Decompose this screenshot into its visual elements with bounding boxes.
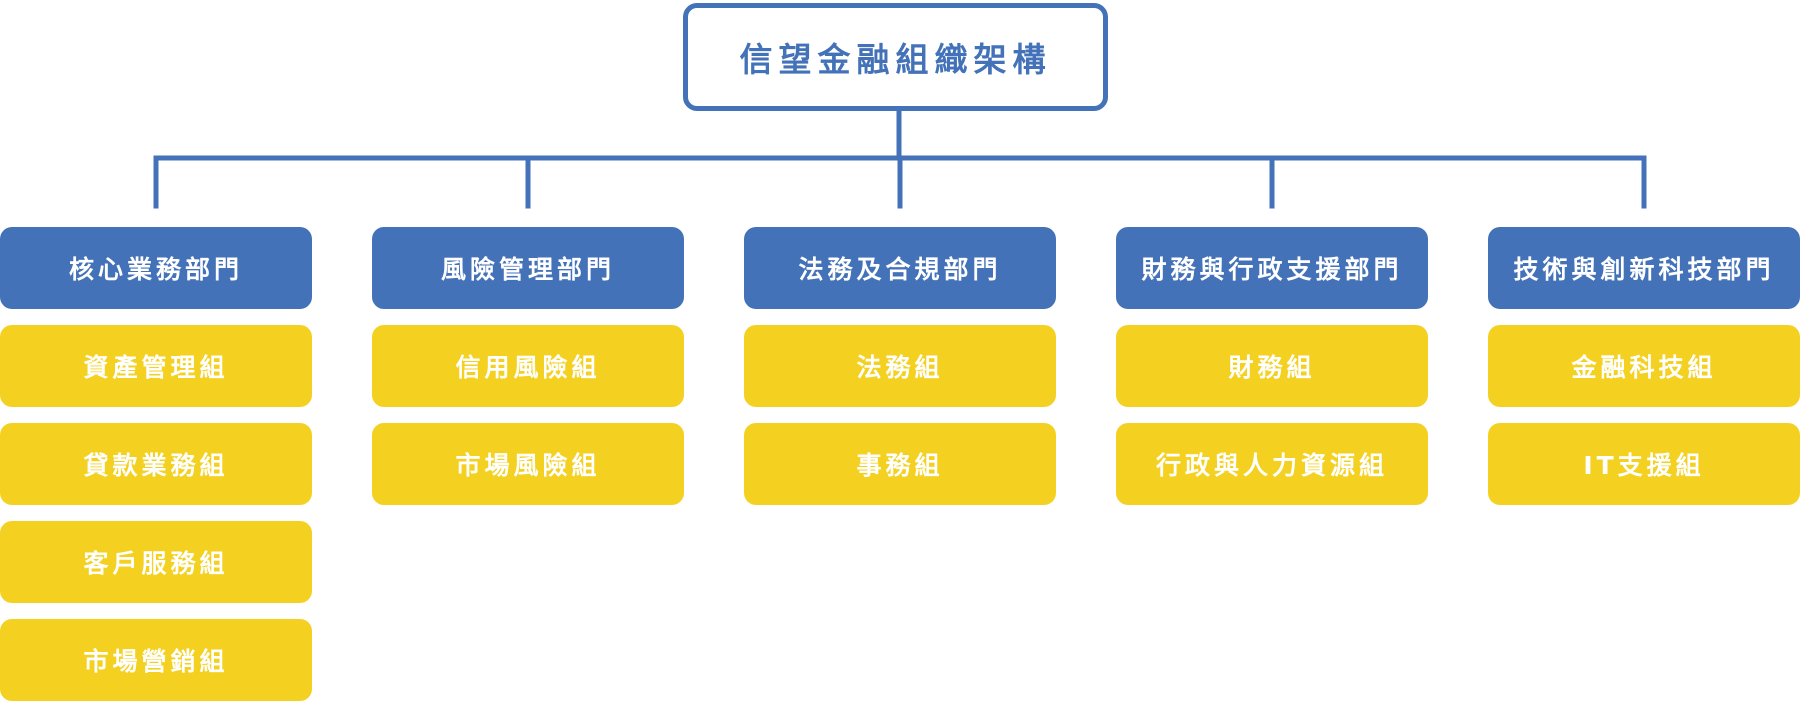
- department-column: 風險管理部門信用風險組市場風險組: [372, 227, 684, 521]
- group-box: 法務組: [744, 325, 1056, 407]
- group-box: 市場營銷組: [0, 619, 312, 701]
- group-list: 法務組事務組: [744, 325, 1056, 505]
- department-box: 技術與創新科技部門: [1488, 227, 1800, 309]
- department-box: 風險管理部門: [372, 227, 684, 309]
- department-box: 財務與行政支援部門: [1116, 227, 1428, 309]
- department-column: 技術與創新科技部門金融科技組 IT支援組: [1488, 227, 1800, 521]
- group-box: 財務組: [1116, 325, 1428, 407]
- group-box: IT支援組: [1488, 423, 1800, 505]
- department-column: 核心業務部門資產管理組貸款業務組客戶服務組市場營銷組: [0, 227, 312, 717]
- group-list: 資產管理組貸款業務組客戶服務組市場營銷組: [0, 325, 312, 701]
- group-box: 資產管理組: [0, 325, 312, 407]
- department-box: 核心業務部門: [0, 227, 312, 309]
- group-box: 貸款業務組: [0, 423, 312, 505]
- department-column: 法務及合規部門法務組事務組: [744, 227, 1056, 521]
- group-list: 金融科技組 IT支援組: [1488, 325, 1800, 505]
- group-box: 金融科技組: [1488, 325, 1800, 407]
- group-list: 信用風險組市場風險組: [372, 325, 684, 505]
- group-box: 市場風險組: [372, 423, 684, 505]
- group-box: 行政與人力資源組: [1116, 423, 1428, 505]
- org-root-title: 信望金融組織架構: [683, 3, 1108, 111]
- group-box: 客戶服務組: [0, 521, 312, 603]
- department-column: 財務與行政支援部門財務組行政與人力資源組: [1116, 227, 1428, 521]
- group-box: 事務組: [744, 423, 1056, 505]
- group-list: 財務組行政與人力資源組: [1116, 325, 1428, 505]
- group-box: 信用風險組: [372, 325, 684, 407]
- department-box: 法務及合規部門: [744, 227, 1056, 309]
